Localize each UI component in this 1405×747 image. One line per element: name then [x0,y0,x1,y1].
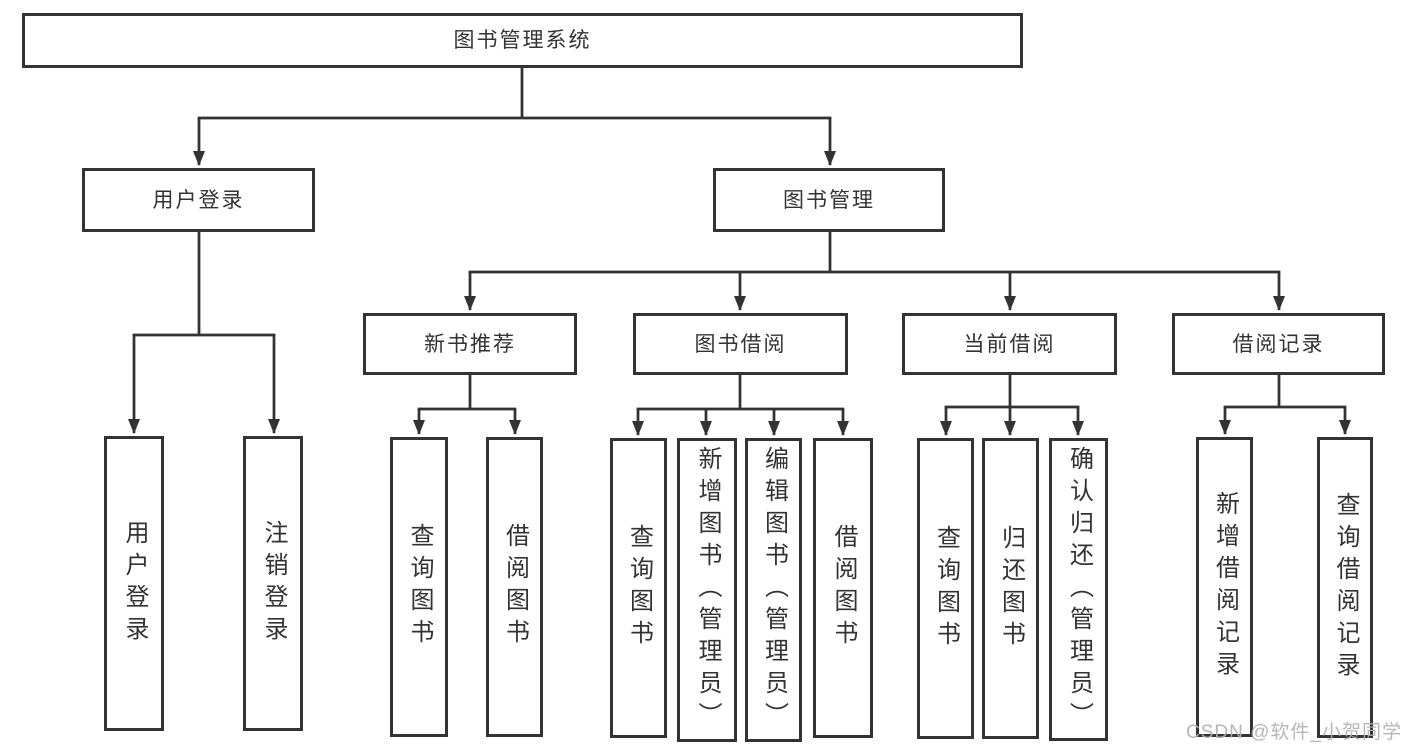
node-borrow-records: 借阅记录 [1172,313,1385,375]
node-book-management: 图书管理 [713,168,945,232]
node-current-borrowing: 当前借阅 [902,313,1117,375]
node-return-book: 归还图书 [982,438,1039,739]
node-library-system-label: 图书管理系统 [453,29,592,52]
node-new-book-recommend: 新书推荐 [363,313,577,375]
node-book-management-label: 图书管理 [783,188,875,212]
node-query-books-borrowing: 查询图书 [610,438,667,738]
node-add-book-admin-label: 新增图书（管理员） [694,446,721,734]
node-query-books-recommend-label: 查询图书 [406,523,433,651]
node-user-login-group-label: 用户登录 [152,188,245,212]
node-user-login: 用户登录 [104,436,164,731]
node-new-book-recommend-label: 新书推荐 [424,332,516,356]
node-user-login-group: 用户登录 [82,168,315,232]
node-query-borrow-record: 查询借阅记录 [1317,437,1373,738]
node-current-borrowing-label: 当前借阅 [963,332,1056,356]
node-book-borrowing-label: 图书借阅 [694,332,787,356]
node-borrow-records-label: 借阅记录 [1232,332,1325,356]
node-borrow-books-borrowing: 借阅图书 [813,438,873,738]
node-user-login-label: 用户登录 [121,519,148,648]
node-query-books-current-label: 查询图书 [932,524,960,653]
node-confirm-return-admin: 确认归还（管理员） [1049,438,1108,741]
node-edit-book-admin: 编辑图书（管理员） [745,438,802,742]
csdn-watermark: CSDN @软件_小贺同学 [1186,722,1402,743]
node-book-borrowing: 图书借阅 [633,313,848,375]
node-logout-label: 注销登录 [260,519,287,648]
node-query-books-recommend: 查询图书 [390,437,448,737]
node-library-system: 图书管理系统 [22,13,1023,68]
node-borrow-books-recommend: 借阅图书 [486,437,543,737]
node-logout: 注销登录 [243,436,303,731]
node-borrow-books-borrowing-label: 借阅图书 [830,524,857,652]
node-query-borrow-record-label: 查询借阅记录 [1332,491,1359,684]
node-add-borrow-record-label: 新增借阅记录 [1211,491,1239,683]
node-add-borrow-record: 新增借阅记录 [1196,437,1253,737]
node-confirm-return-admin-label: 确认归还（管理员） [1065,445,1093,734]
node-edit-book-admin-label: 编辑图书（管理员） [760,446,788,734]
node-return-book-label: 归还图书 [997,524,1025,653]
node-query-books-borrowing-label: 查询图书 [625,524,653,652]
node-borrow-books-recommend-label: 借阅图书 [501,523,529,651]
node-add-book-admin: 新增图书（管理员） [677,438,737,742]
node-query-books-current: 查询图书 [917,438,974,739]
